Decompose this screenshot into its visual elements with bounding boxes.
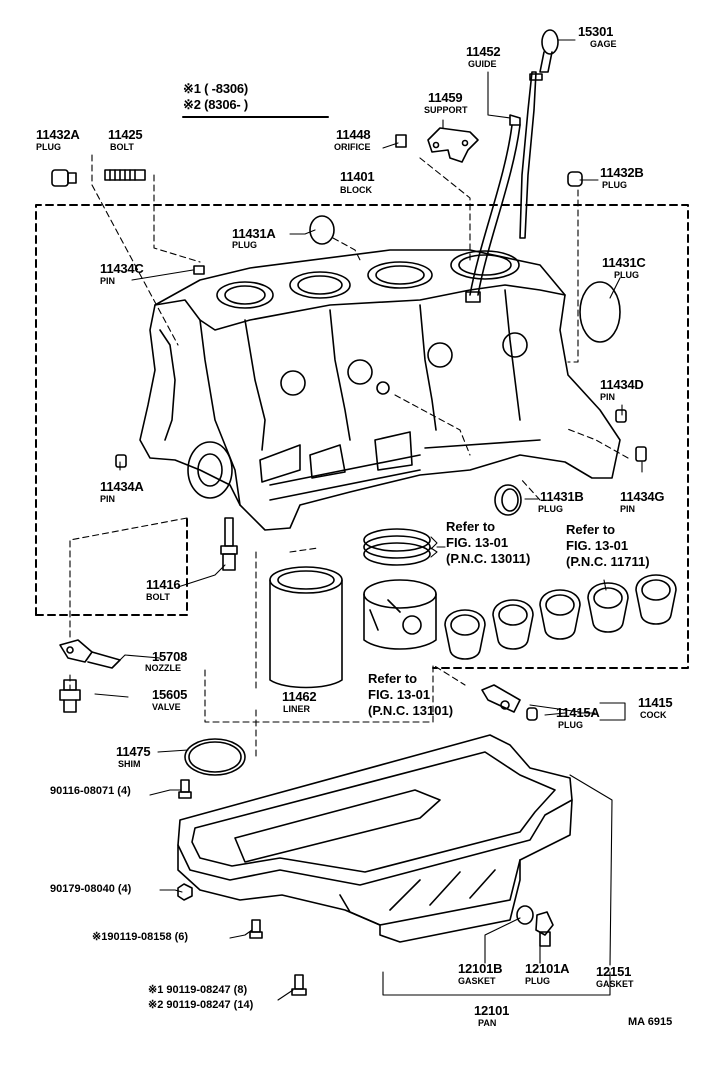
part-15301-number: 15301	[578, 24, 614, 39]
ref-3-line3: (P.N.C. 13101)	[368, 703, 454, 718]
solid-leaders	[94, 39, 643, 1001]
part-11462-number: 11462	[282, 689, 317, 704]
part-12151-name: GASKET	[596, 979, 634, 989]
part-11401-name: BLOCK	[340, 185, 372, 195]
leader-lines	[69, 154, 629, 761]
part-11475-number: 11475	[116, 744, 151, 759]
fastener-90119-08247-8: ※1 90119-08247 (8)	[148, 984, 248, 996]
part-11431b-name: PLUG	[538, 504, 564, 514]
part-11432a-number: 11432A	[36, 127, 80, 142]
bolt-11416-drawing	[220, 517, 238, 571]
part-11431b-number: 11431B	[540, 489, 584, 504]
top-small-parts	[51, 134, 647, 516]
ref-1-line3: (P.N.C. 13011)	[446, 551, 531, 566]
piston-drawing	[363, 579, 437, 650]
oil-pan-drawing	[177, 799, 573, 943]
block-boundary-dashed	[35, 204, 689, 669]
fastener-90179-08040: 90179-08040 (4)	[50, 883, 132, 895]
part-11431c-name: PLUG	[614, 270, 640, 280]
part-11459-name: SUPPORT	[424, 105, 468, 115]
part-11459-number: 11459	[428, 90, 463, 105]
nozzle-drawing	[59, 639, 121, 669]
ref-3-line1: Refer to	[368, 671, 418, 686]
part-12101b-number: 12101B	[458, 961, 503, 976]
part-11434c-number: 11434C	[100, 261, 144, 276]
part-11434a-name: PIN	[100, 494, 116, 504]
fastener-drawings	[177, 779, 307, 996]
part-11432b-name: PLUG	[602, 180, 628, 190]
part-15605-name: VALVE	[152, 702, 181, 712]
ref-1-line2: FIG. 13-01	[446, 535, 509, 550]
part-11434g-number: 11434G	[620, 489, 665, 504]
part-11452-name: GUIDE	[468, 59, 497, 69]
part-12101a-number: 12101A	[525, 961, 570, 976]
part-11416-name: BOLT	[146, 592, 170, 602]
part-12101-name: PAN	[478, 1018, 497, 1028]
part-11432b-number: 11432B	[600, 165, 644, 180]
part-11434c-name: PIN	[100, 276, 116, 286]
ref-1-line1: Refer to	[446, 519, 496, 534]
fastener-90119-08247-14: ※2 90119-08247 (14)	[148, 999, 254, 1011]
part-11434a-number: 11434A	[100, 479, 144, 494]
part-11431a-number: 11431A	[232, 226, 276, 241]
part-12101b-name: GASKET	[458, 976, 496, 986]
support-bracket-drawing	[427, 127, 479, 163]
shim-inner	[188, 741, 242, 773]
part-11415-number: 11415	[638, 695, 673, 710]
ref-3-line2: FIG. 13-01	[368, 687, 431, 702]
part-15708-number: 15708	[152, 649, 188, 664]
part-11462-name: LINER	[283, 704, 310, 714]
part-11448-number: 11448	[336, 127, 371, 142]
piston-rings-drawing	[363, 528, 431, 566]
note-2: ※2 (8306- )	[183, 97, 249, 112]
drawing-code: MA 6915	[628, 1016, 673, 1028]
part-11401-number: 11401	[340, 169, 375, 184]
part-12101-number: 12101	[474, 1003, 510, 1018]
part-15708-name: NOZZLE	[145, 663, 181, 673]
ref-2-line2: FIG. 13-01	[566, 538, 629, 553]
oil-pan-gasket-drawing	[177, 734, 573, 886]
part-11431a-name: PLUG	[232, 240, 258, 250]
part-11475-name: SHIM	[118, 759, 141, 769]
part-11425-number: 11425	[108, 127, 143, 142]
part-11434d-number: 11434D	[600, 377, 644, 392]
part-11415a-name: PLUG	[558, 720, 584, 730]
valve-drawing	[59, 679, 81, 713]
part-12101a-name: PLUG	[525, 976, 551, 986]
note-1: ※1 ( -8306)	[183, 81, 249, 96]
drain-plug-drawing	[516, 905, 554, 947]
part-11448-name: ORIFICE	[334, 142, 371, 152]
fastener-90119-08158: ※190119-08158 (6)	[92, 931, 189, 943]
oil-gage-drawing	[519, 29, 559, 239]
ref-2-line3: (P.N.C. 11711)	[566, 554, 650, 569]
part-15605-number: 15605	[152, 687, 188, 702]
part-11434d-name: PIN	[600, 392, 616, 402]
liner-drawing	[269, 566, 343, 689]
part-11415-name: COCK	[640, 710, 667, 720]
part-15301-name: GAGE	[590, 39, 617, 49]
part-11416-number: 11416	[146, 577, 181, 592]
fastener-90116-08071: 90116-08071 (4)	[50, 785, 131, 797]
part-11415a-number: 11415A	[556, 705, 600, 720]
cylinder-block-drawing	[139, 249, 621, 531]
part-11425-name: BOLT	[110, 142, 134, 152]
part-11431c-number: 11431C	[602, 255, 646, 270]
part-11432a-name: PLUG	[36, 142, 62, 152]
shim-drawing	[184, 738, 246, 776]
drain-cock-drawing	[481, 684, 538, 721]
part-12151-number: 12151	[596, 964, 632, 979]
part-11452-number: 11452	[466, 44, 501, 59]
main-bearings-drawing	[444, 574, 677, 660]
ref-2-line1: Refer to	[566, 522, 616, 537]
part-11434g-name: PIN	[620, 504, 636, 514]
